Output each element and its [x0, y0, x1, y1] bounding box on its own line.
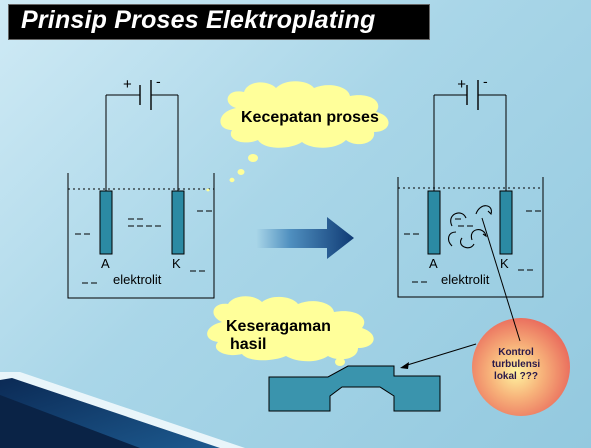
cathode-left [171, 190, 185, 255]
cell-right: + - A K elektrolit [397, 73, 544, 298]
cathode-label-left: K [172, 256, 181, 271]
cloud-speed-label: Kecepatan proses [241, 109, 379, 126]
electrolyte-label-right: elektrolit [441, 272, 490, 287]
tank-right [397, 177, 544, 298]
control-ball-line1: Kontrol [498, 347, 534, 358]
battery-minus-right: - [483, 73, 488, 89]
battery-plus-left: + [123, 76, 132, 93]
corner-decoration [0, 372, 245, 448]
pointer-line-to-cell [481, 217, 521, 342]
ion-marks-left [75, 210, 212, 284]
workpiece-profile [268, 365, 441, 412]
cloud-uniformity-line2: hasil [230, 336, 267, 353]
turbulence-swirls [447, 205, 492, 249]
control-ball-label: Kontrol turbulensi lokal ??? [476, 347, 556, 383]
title-banner: Prinsip Proses Elektroplating [8, 4, 430, 40]
cell-left: + - A K elektrolit [67, 73, 215, 299]
control-ball-line2: turbulensi [491, 359, 541, 370]
battery-plus-right: + [457, 76, 466, 93]
cloud-uniformity-label: Keseragaman hasil [226, 318, 376, 354]
pointer-arrowhead [400, 362, 409, 369]
cloud-uniformity-line1: Keseragaman [226, 318, 331, 335]
anode-label-right: A [429, 256, 438, 271]
tank-left [67, 173, 215, 299]
anode-right [427, 190, 441, 255]
battery-minus-left: - [156, 73, 161, 89]
thought-cloud-speed [206, 81, 389, 192]
anode-left [99, 190, 113, 255]
pointer-line-to-workpiece [403, 343, 477, 367]
cathode-right [499, 190, 513, 255]
cathode-label-right: K [500, 256, 509, 271]
anode-label-left: A [101, 256, 110, 271]
slide-title: Prinsip Proses Elektroplating [21, 6, 376, 34]
control-ball [472, 318, 570, 416]
electrolyte-label-left: elektrolit [113, 272, 162, 287]
transition-arrow [256, 217, 354, 259]
control-ball-line3: lokal ??? [494, 371, 538, 382]
ion-marks-right [404, 210, 541, 283]
